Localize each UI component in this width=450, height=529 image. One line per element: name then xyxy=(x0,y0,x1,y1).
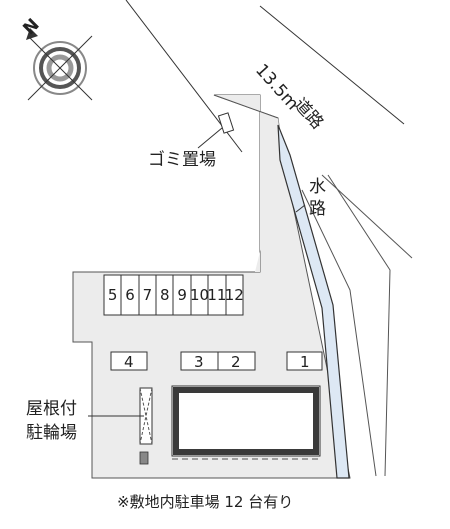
waterway-label-1: 水 xyxy=(309,177,326,197)
waterway-leader-line xyxy=(295,204,306,213)
map-caption: ※敷地内駐車場 12 台有り xyxy=(117,493,293,511)
building-wall xyxy=(173,387,319,455)
space-number-12: 12 xyxy=(225,286,244,304)
compass-north-label: N xyxy=(19,15,43,39)
bicycle-label-line1: 屋根付 xyxy=(26,399,77,419)
space-number-10: 10 xyxy=(190,286,209,304)
space-number-6: 6 xyxy=(125,286,135,304)
garbage-label: ゴミ置場 xyxy=(148,149,216,170)
garbage-area xyxy=(217,112,235,134)
compass-rose-icon xyxy=(26,28,93,101)
parking-row-top xyxy=(103,274,244,316)
bicycle-small-block xyxy=(139,451,149,465)
space-number-11: 11 xyxy=(207,286,226,304)
space-number-1: 1 xyxy=(300,353,310,371)
waterway-label-2: 路 xyxy=(309,199,326,219)
waterway xyxy=(277,124,350,479)
building xyxy=(171,385,321,457)
space-number-7: 7 xyxy=(143,286,153,304)
parcel-line-far-right xyxy=(327,174,391,477)
space-number-4: 4 xyxy=(124,353,134,371)
space-number-5: 5 xyxy=(108,286,118,304)
road-branch-line xyxy=(321,174,413,259)
bicycle-label-line2: 駐輪場 xyxy=(26,423,77,443)
road-edge-right xyxy=(259,5,405,125)
space-number-8: 8 xyxy=(160,286,170,304)
space-number-3: 3 xyxy=(194,353,204,371)
parking-space-1 xyxy=(286,351,323,371)
parking-space-4 xyxy=(110,351,148,371)
lot-top-fix xyxy=(214,95,283,272)
parcel-line-right xyxy=(301,189,377,477)
garbage-leader-line xyxy=(197,127,223,149)
space-number-2: 2 xyxy=(231,353,241,371)
space-number-9: 9 xyxy=(177,286,187,304)
